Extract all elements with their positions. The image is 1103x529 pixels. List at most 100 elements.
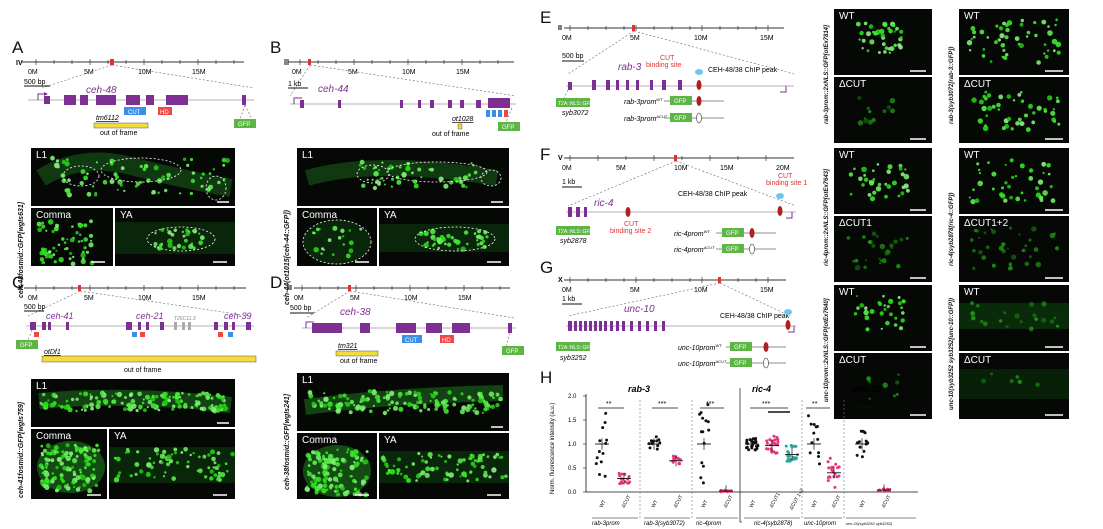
svg-text:GFP: GFP [674,99,686,105]
svg-text:0M: 0M [294,295,304,302]
svg-text:5M: 5M [630,35,640,42]
svg-text:GFP: GFP [502,125,514,131]
strain-label-f-left: ric-4prom::2xNLS::GFP[otEx7643] [824,168,830,266]
strain-label-e-right: rab-3(syb3072[rab-3::GFP]) [949,46,955,124]
svg-text:5M: 5M [630,287,640,294]
svg-text:10M: 10M [138,69,152,76]
chromosome-label: IV [16,60,23,67]
svg-text:binding site: binding site [646,62,682,69]
svg-text:unc-10(syb3252 syb3252): unc-10(syb3252 syb3252) [846,521,893,526]
allele-bar [93,122,149,129]
significance-bars [598,407,880,413]
svg-text:***: *** [762,401,770,408]
svg-text:0M: 0M [562,287,572,294]
svg-text:***: *** [658,401,666,408]
x-tick-labels: WT ΔCUT WT ΔCUT WT ΔCUT WT ΔCUT1 ΔCUT 1+… [599,488,893,511]
svg-text:**: ** [606,401,612,408]
svg-text:ot1028: ot1028 [452,116,474,123]
svg-text:**: ** [812,401,818,408]
svg-text:15M: 15M [458,295,472,302]
svg-text:***: *** [706,401,714,408]
micrograph-e-dcut: ΔCUT [833,76,933,144]
svg-text:CUT: CUT [660,55,675,62]
svg-text:5M: 5M [616,165,626,172]
svg-text:HD: HD [160,110,169,116]
svg-text:WT: WT [701,499,710,509]
micrograph-d-l1: L1 [296,372,510,432]
svg-text:out of frame: out of frame [124,367,161,374]
svg-text:T2A::NLS::GFP: T2A::NLS::GFP [558,229,593,235]
svg-text:10M: 10M [138,295,152,302]
strain-label-c: ceh-41fosmid::GFP[wgIs759] [18,401,25,498]
gene-diagram-b: 0M 5M 10M 15M 1 kb ceh-44 GFP ot1028 out… [284,59,520,138]
strain-label-g-right: unc-10(syb3252 syb3252[unc-10::GFP]) [949,297,955,410]
svg-text:WT: WT [651,499,660,509]
svg-text:unc-10: unc-10 [624,304,655,315]
micrograph-g-tag-dcut: ΔCUT [958,352,1070,420]
svg-text:CEH-48/38 ChIP peak: CEH-48/38 ChIP peak [720,313,790,320]
gfp-tag [234,119,256,128]
svg-text:ceh-39: ceh-39 [224,311,252,321]
panel-label-g: G [540,258,554,277]
quantification-plot: Norm. fluorescence intensity (a.u.) 0.0 … [550,384,918,527]
micrograph-b-l1: L1 [296,147,510,207]
svg-text:otDf1: otDf1 [44,349,61,356]
svg-text:0M: 0M [562,35,572,42]
svg-text:GFP: GFP [20,343,32,349]
svg-text:out of frame: out of frame [432,131,469,138]
panel-label-f: F [540,145,551,164]
svg-text:500 bp: 500 bp [24,304,46,311]
svg-text:***: *** [862,401,870,408]
micrograph-f-dcut1: ΔCUT1 [833,215,933,283]
svg-text:ΔCUT: ΔCUT [673,494,685,509]
svg-text:CUT: CUT [624,221,639,228]
svg-text:ric-4(syb2878): ric-4(syb2878) [754,521,792,527]
svg-text:ceh-41: ceh-41 [46,311,74,321]
svg-text:V: V [558,155,563,162]
y-axis-label: Norm. fluorescence intensity (a.u.) [550,403,556,494]
panel-label-h: H [540,368,553,387]
svg-text:1 kb: 1 kb [288,81,301,88]
micrograph-c-comma: Comma [30,428,108,500]
svg-text:1.5: 1.5 [568,418,577,424]
micrograph-e-tag-dcut: ΔCUT [958,76,1070,144]
svg-text:15M: 15M [456,69,470,76]
svg-text:ric-4: ric-4 [752,384,771,394]
svg-text:0M: 0M [562,165,572,172]
svg-text:CUT: CUT [128,110,141,116]
micrograph-f-tag-wt: WT [958,147,1070,215]
svg-text:ceh-21: ceh-21 [136,311,164,321]
y-ticks: 0.0 0.5 1.0 1.5 2.0 [568,394,586,496]
svg-text:ΔCUT: ΔCUT [621,494,633,509]
svg-text:GFP: GFP [674,116,686,122]
svg-text:rab-3(syb3072): rab-3(syb3072) [644,521,685,527]
svg-text:CEH-48/38 ChIP peak: CEH-48/38 ChIP peak [678,191,748,198]
svg-text:syb2878: syb2878 [560,238,587,245]
svg-text:ΔCUT: ΔCUT [831,494,843,509]
svg-text:10M: 10M [674,165,688,172]
svg-text:GFP: GFP [726,231,738,237]
micrograph-b-comma: Comma [296,207,378,267]
gene-diagram-c: X 0M 5M 10M 15M 500 bp ceh-41 ceh-21 T26… [16,285,257,374]
svg-text:5M: 5M [350,295,360,302]
svg-text:ΔCUT: ΔCUT [723,494,735,509]
svg-text:1 kb: 1 kb [562,296,575,303]
svg-text:syb3252: syb3252 [560,355,587,362]
svg-text:unc-10promΔCUT: unc-10promΔCUT [678,359,727,368]
strain-label-d: ceh-38fosmid::GFP[wgIs241] [284,393,291,490]
cut-site-marker [696,80,702,90]
panel-label-b: B [270,38,282,57]
svg-text:0M: 0M [28,295,38,302]
svg-text:WT: WT [811,499,820,509]
micrograph-a-l1: L1 [30,147,236,207]
micrograph-d-comma: Comma [296,432,378,500]
panel-label-a: A [12,38,24,57]
svg-text:GFP: GFP [506,349,518,355]
svg-text:5M: 5M [84,295,94,302]
svg-text:rab-3prom: rab-3prom [592,521,620,527]
micrograph-c-l1: L1 [30,378,236,428]
svg-text:ΔCUT1: ΔCUT1 [769,492,783,509]
svg-text:GFP: GFP [238,122,250,128]
svg-text:ceh-38: ceh-38 [340,307,371,318]
panel-label-e: E [540,8,552,27]
